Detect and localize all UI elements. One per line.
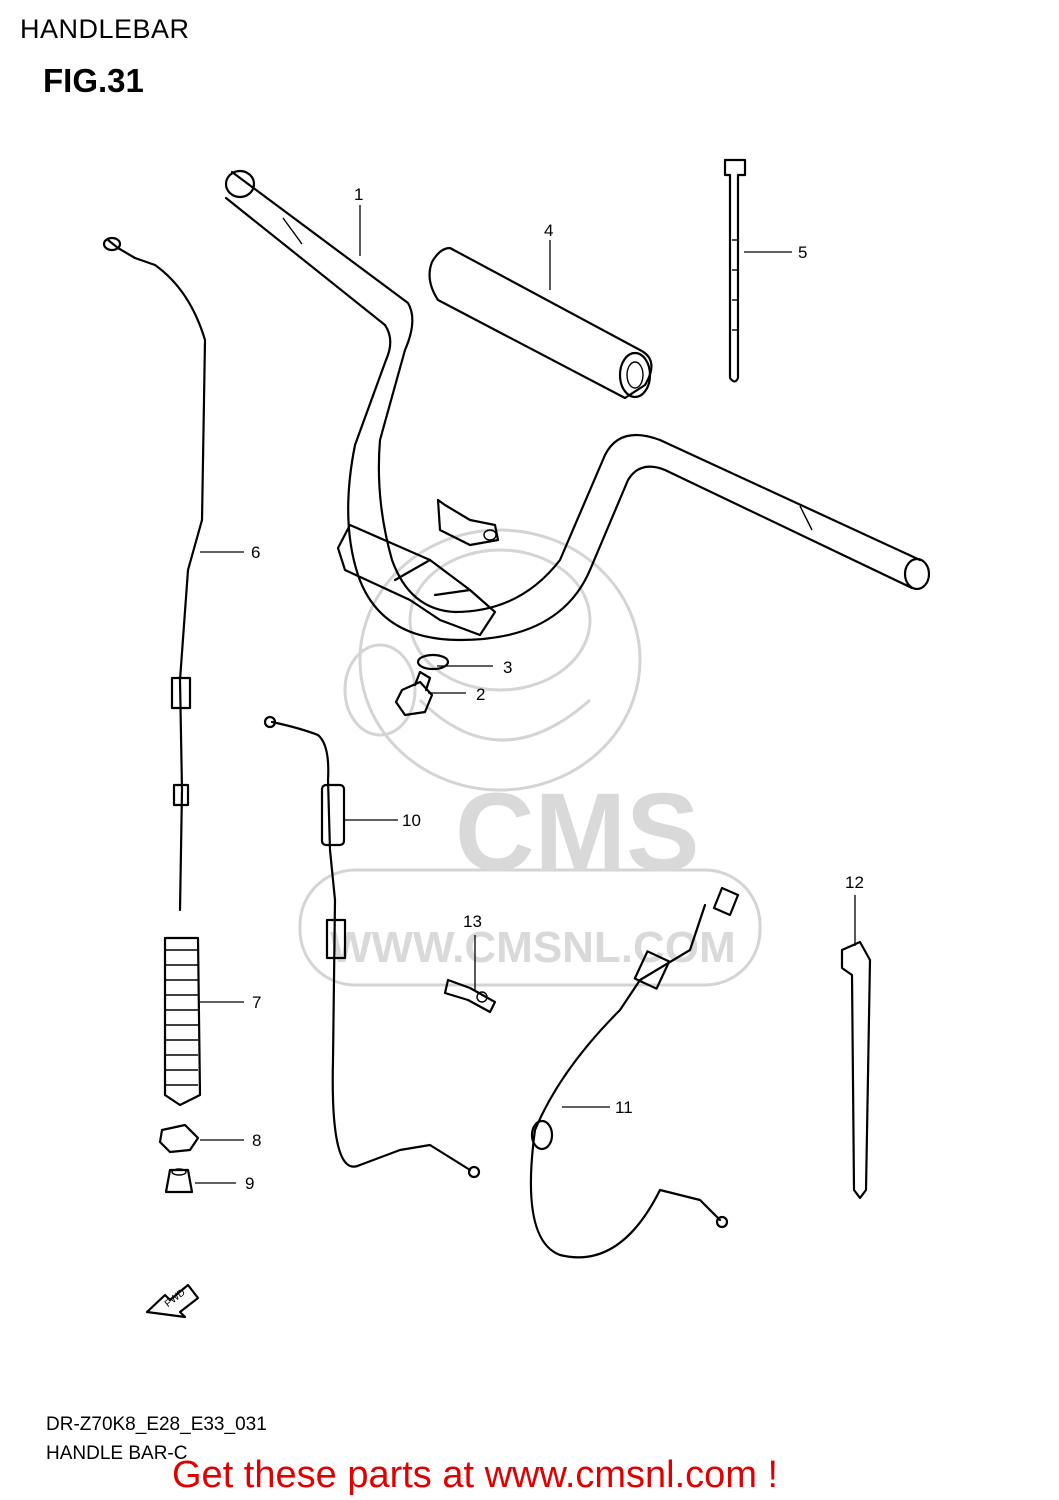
- part-band: [723, 158, 747, 383]
- callout-3: 3: [503, 658, 512, 677]
- part-choke-cable: [529, 886, 740, 1259]
- part-washer: [416, 653, 450, 671]
- figure-number: FIG.31: [43, 62, 144, 99]
- callout-2: 2: [476, 685, 485, 704]
- callout-4: 4: [544, 221, 553, 240]
- promo-link[interactable]: Get these parts at www.cmsnl.com !: [172, 1454, 779, 1496]
- part-handlebar: [224, 169, 931, 642]
- page-header-title: HANDLEBAR: [20, 14, 190, 44]
- part-cable-6: [102, 236, 207, 912]
- callout-6: 6: [251, 543, 260, 562]
- leader-lines: [195, 205, 856, 1184]
- callout-1: 1: [354, 185, 363, 204]
- callout-13: 13: [463, 912, 482, 931]
- callout-10: 10: [402, 811, 421, 830]
- part-clip: [443, 978, 497, 1014]
- callout-8: 8: [252, 1131, 261, 1150]
- watermark-url: WWW.CMSNL.COM: [330, 923, 736, 972]
- callout-7: 7: [252, 993, 261, 1012]
- callout-5: 5: [798, 243, 807, 262]
- part-strap: [840, 940, 872, 1200]
- part-throttle-cable: [263, 715, 481, 1179]
- part-bolt: [394, 670, 434, 717]
- fwd-arrow: FWD: [145, 1283, 200, 1319]
- diagram-name: HANDLE BAR-C: [46, 1443, 188, 1464]
- part-8: [158, 1123, 200, 1154]
- callout-12: 12: [845, 873, 864, 892]
- part-boot: [163, 936, 202, 1107]
- fwd-label: FWD: [163, 1287, 188, 1310]
- watermark-brand: CMS: [455, 771, 699, 894]
- part-grip: [428, 246, 653, 400]
- diagram-code: DR-Z70K8_E28_E33_031: [46, 1414, 267, 1435]
- callout-11: 11: [615, 1098, 633, 1117]
- part-9: [164, 1168, 194, 1194]
- callout-numbers: 1 2 3 4 5 6 7 8 9 10 11 12 13: [245, 185, 864, 1193]
- callout-9: 9: [245, 1174, 254, 1193]
